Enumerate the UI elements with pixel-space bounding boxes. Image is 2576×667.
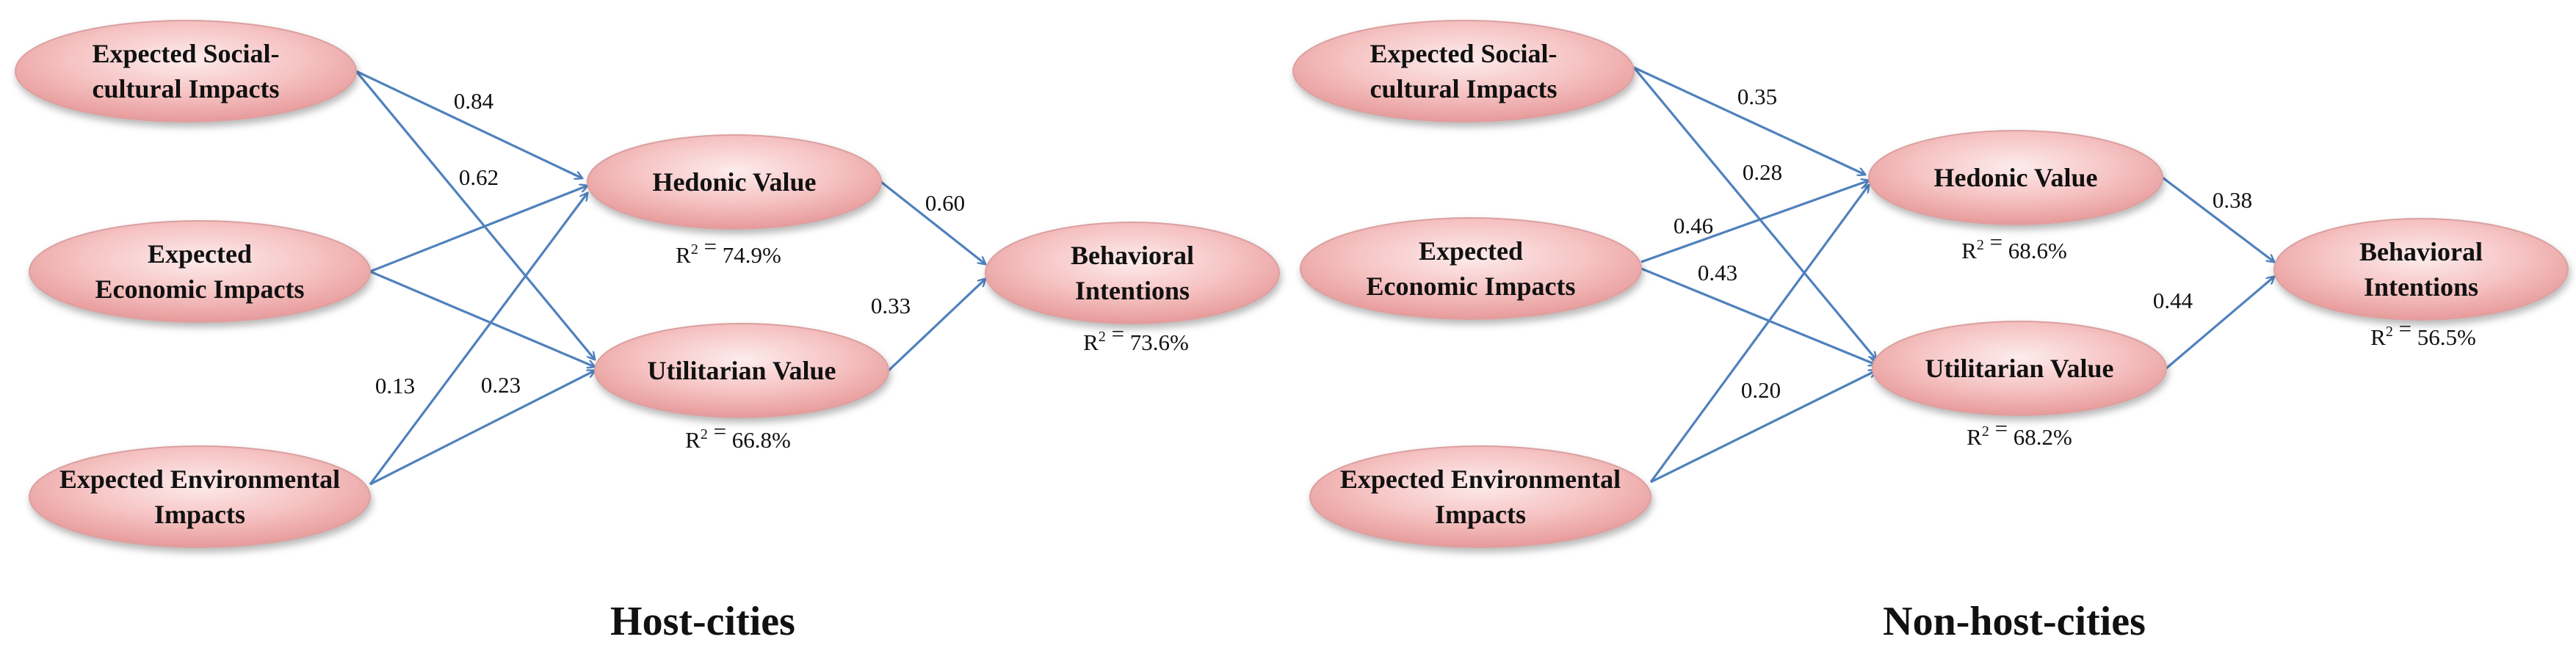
path-utilitarian-to-behavioral	[887, 279, 985, 372]
path-economic-to-utilitarian	[369, 270, 595, 367]
node-ellipse	[594, 323, 889, 418]
node-ellipse	[1868, 130, 2163, 225]
path-hedonic-to-behavioral	[2162, 176, 2274, 262]
node-label: cultural Impacts	[93, 74, 280, 103]
path-social-to-utilitarian	[355, 70, 595, 360]
path-coefficient: 0.60	[925, 190, 965, 216]
node-utilitarian: Utilitarian Value	[1872, 321, 2167, 416]
node-utilitarian: Utilitarian Value	[594, 323, 889, 418]
node-ellipse	[29, 220, 371, 323]
path-coefficient: 0.20	[1741, 377, 1781, 403]
node-label: Utilitarian Value	[1925, 354, 2113, 383]
path-economic-to-hedonic	[1640, 181, 1869, 263]
node-label: Expected Environmental	[1340, 464, 1621, 494]
r-squared-hedonic: R2 = 68.6%	[1961, 229, 2067, 263]
node-label: Intentions	[2364, 272, 2478, 302]
path-coefficient: 0.35	[1737, 84, 1777, 109]
node-label: Hedonic Value	[1933, 163, 2097, 192]
node-label: Expected Environmental	[59, 464, 340, 494]
node-ellipse	[29, 445, 371, 548]
r-squared-behavioral: R2 = 73.6%	[1083, 321, 1189, 355]
node-label: Hedonic Value	[652, 167, 816, 197]
node-label: Impacts	[154, 500, 245, 529]
node-label: Utilitarian Value	[647, 356, 836, 385]
path-coefficient: 0.33	[871, 293, 911, 318]
r-squared-behavioral: R2 = 56.5%	[2370, 316, 2476, 350]
node-label: Expected Social-	[1370, 39, 1557, 68]
non-host-cities-panel: Expected Social-cultural ImpactsExpected…	[1292, 20, 2569, 644]
path-coefficient: 0.28	[1743, 159, 1782, 185]
path-coefficient: 0.38	[2213, 187, 2252, 213]
node-label: Behavioral	[1071, 241, 1194, 270]
node-social: Expected Social-cultural Impacts	[15, 20, 357, 123]
node-label: Expected Social-	[93, 39, 280, 68]
node-label: cultural Impacts	[1370, 74, 1557, 103]
panel-title: Non-host-cities	[1883, 599, 2146, 644]
path-environmental-to-hedonic	[1649, 185, 1869, 483]
node-label: Economic Impacts	[1367, 271, 1576, 301]
path-social-to-hedonic	[355, 70, 582, 178]
panel-title: Host-cities	[610, 599, 795, 644]
path-coefficient: 0.44	[2153, 288, 2193, 313]
node-hedonic: Hedonic Value	[1868, 130, 2163, 225]
path-coefficient: 0.13	[375, 373, 415, 398]
r-squared-utilitarian: R2 = 68.2%	[1967, 415, 2072, 450]
node-ellipse	[1292, 20, 1635, 123]
path-hedonic-to-behavioral	[880, 181, 985, 264]
path-environmental-to-hedonic	[369, 193, 587, 485]
host-cities-panel: Expected Social-cultural ImpactsExpected…	[15, 20, 1280, 644]
node-ellipse	[1309, 445, 1651, 548]
node-social: Expected Social-cultural Impacts	[1292, 20, 1635, 123]
path-social-to-utilitarian	[1632, 66, 1876, 360]
path-environmental-to-utilitarian	[1650, 371, 1876, 484]
r-squared-hedonic: R2 = 74.9%	[676, 233, 781, 268]
path-social-to-hedonic	[1633, 66, 1865, 175]
node-label: Behavioral	[2359, 237, 2483, 266]
node-label: Impacts	[1435, 500, 1526, 529]
node-ellipse	[2273, 218, 2569, 321]
node-ellipse	[1872, 321, 2167, 416]
node-label: Expected	[148, 239, 252, 269]
node-label: Economic Impacts	[95, 274, 305, 304]
node-ellipse	[985, 222, 1280, 324]
r-squared-utilitarian: R2 = 66.8%	[685, 418, 791, 453]
path-coefficient: 0.84	[454, 88, 494, 114]
path-environmental-to-utilitarian	[369, 371, 595, 486]
path-coefficient: 0.43	[1698, 260, 1737, 285]
path-economic-to-hedonic	[369, 186, 587, 273]
path-economic-to-utilitarian	[1640, 267, 1876, 365]
node-ellipse	[1300, 217, 1642, 320]
path-utilitarian-to-behavioral	[2165, 277, 2274, 370]
path-coefficient: 0.23	[481, 372, 521, 398]
path-coefficient: 0.62	[459, 164, 499, 190]
node-ellipse	[587, 134, 882, 230]
node-label: Intentions	[1075, 276, 1190, 305]
node-hedonic: Hedonic Value	[587, 134, 882, 230]
path-coefficient: 0.46	[1674, 213, 1713, 238]
node-ellipse	[15, 20, 357, 123]
node-label: Expected	[1419, 236, 1523, 266]
